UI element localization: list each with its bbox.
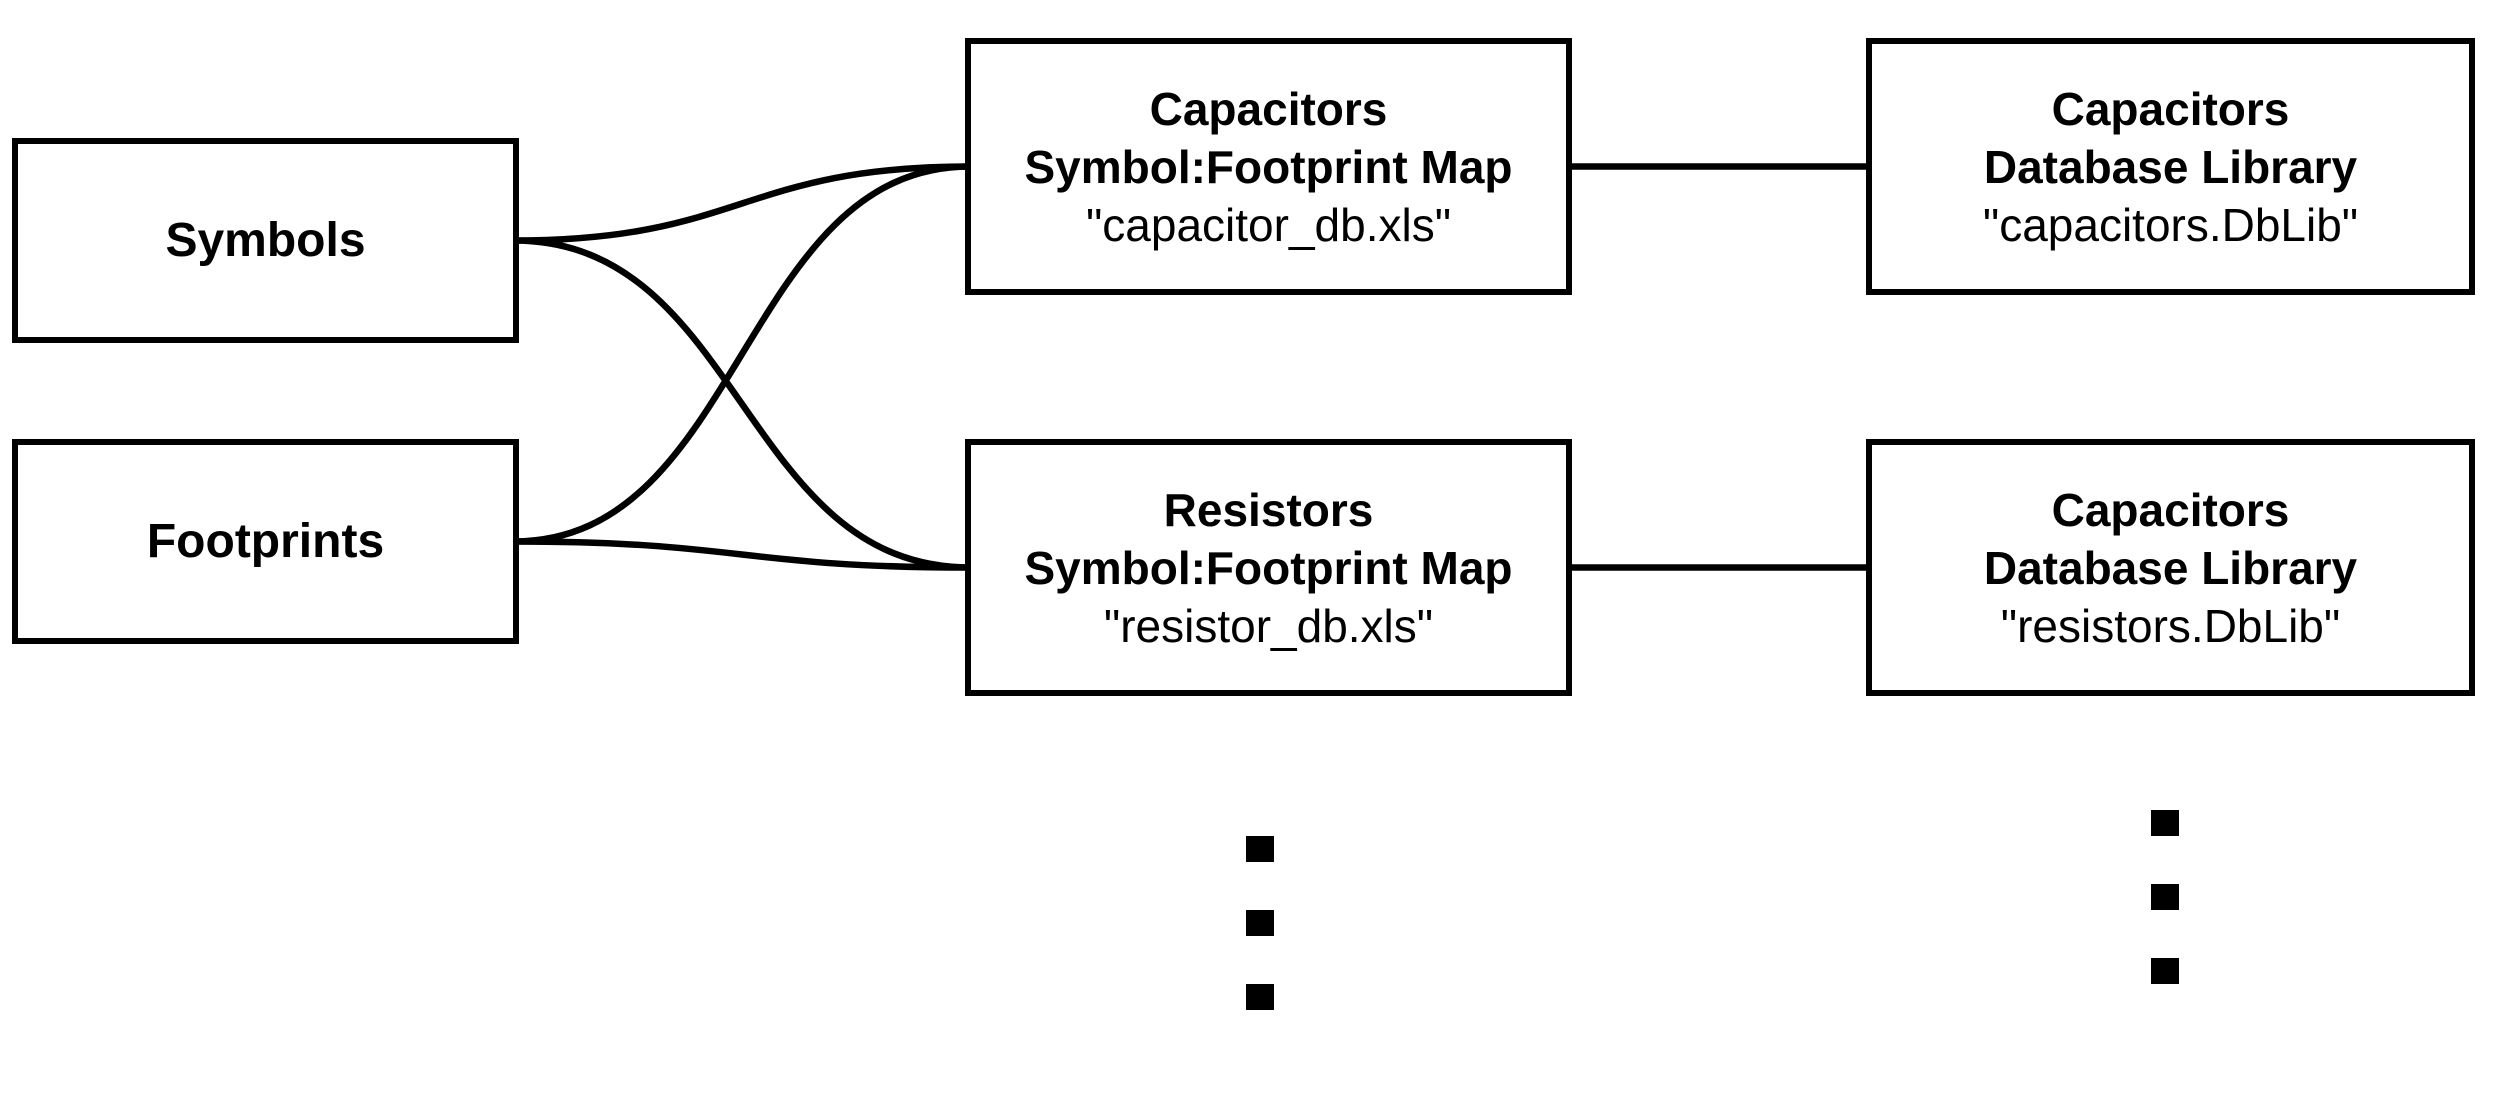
- node-subtitle: Database Library: [1983, 140, 2358, 193]
- node-title: Capacitors: [2051, 82, 2290, 135]
- node-filename: "resistors.DbLib": [2000, 599, 2341, 652]
- edge-symbols-to-capacitors-map: [513, 163, 971, 244]
- node-title: Capacitors: [2051, 483, 2290, 536]
- vertical-ellipsis-dot: [2151, 958, 2179, 984]
- node-subtitle: Symbol:Footprint Map: [1024, 140, 1513, 193]
- node-resistors-symbol-footprint-map: Resistors Symbol:Footprint Map "resistor…: [965, 439, 1572, 696]
- node-filename: "capacitor_db.xls": [1085, 198, 1452, 251]
- node-filename: "capacitors.DbLib": [1982, 198, 2359, 251]
- node-symbols: Symbols: [12, 138, 519, 343]
- vertical-ellipsis-dot: [2151, 884, 2179, 910]
- edge-symbols-to-resistors-map: [513, 237, 971, 571]
- node-title: Resistors: [1163, 483, 1374, 536]
- vertical-ellipsis-dot: [1246, 984, 1274, 1010]
- node-title: Capacitors: [1149, 82, 1388, 135]
- vertical-ellipsis-dot: [1246, 836, 1274, 862]
- node-resistors-database-library: Capacitors Database Library "resistors.D…: [1866, 439, 2475, 696]
- edge-footprints-to-resistors-map: [513, 538, 971, 571]
- vertical-ellipsis-dot: [1246, 910, 1274, 936]
- edge-footprints-to-capacitors-map: [513, 163, 971, 545]
- node-filename: "resistor_db.xls": [1103, 599, 1434, 652]
- node-capacitors-symbol-footprint-map: Capacitors Symbol:Footprint Map "capacit…: [965, 38, 1572, 295]
- node-label: Footprints: [146, 514, 385, 568]
- node-capacitors-database-library: Capacitors Database Library "capacitors.…: [1866, 38, 2475, 295]
- node-footprints: Footprints: [12, 439, 519, 644]
- node-label: Symbols: [165, 213, 366, 267]
- node-subtitle: Symbol:Footprint Map: [1024, 541, 1513, 594]
- vertical-ellipsis-dot: [2151, 810, 2179, 836]
- node-subtitle: Database Library: [1983, 541, 2358, 594]
